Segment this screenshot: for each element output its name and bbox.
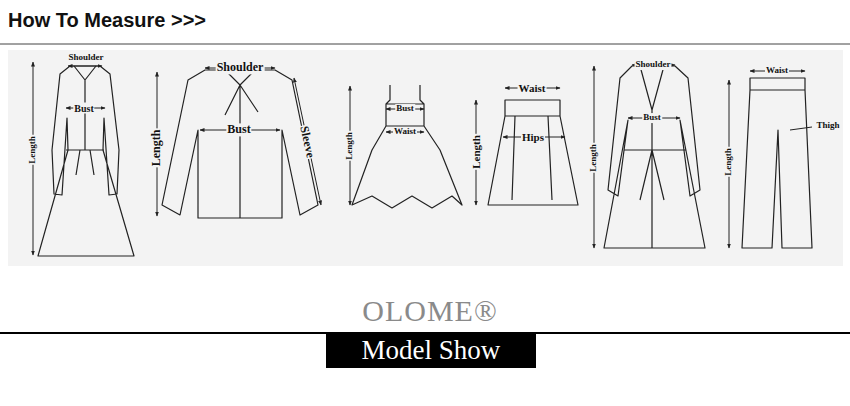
measure-label: Waist	[393, 127, 417, 137]
pants-outline	[742, 78, 812, 248]
skirt-outline	[488, 100, 578, 205]
measure-label: Thigh	[815, 121, 840, 131]
brand-name: OLOME®	[362, 294, 497, 328]
measure-label: Bust	[226, 123, 251, 136]
measure-label: Bust	[73, 103, 94, 114]
measure-label: Length	[345, 131, 355, 161]
measure-label: Length	[589, 143, 599, 173]
measure-label: Shoulder	[216, 61, 265, 74]
coat-outline	[604, 66, 705, 248]
measure-label: Length	[150, 129, 163, 168]
thigh-leader	[790, 127, 812, 130]
shirt-outline	[162, 70, 318, 218]
measure-label: Shoulder	[634, 60, 671, 70]
shoulder-arrow	[68, 66, 102, 67]
title-rule	[0, 44, 850, 45]
measure-label: Length	[470, 134, 482, 170]
measure-label: Hips	[521, 131, 545, 143]
cami-outline	[352, 85, 462, 208]
measure-label: Waist	[518, 82, 547, 94]
banner-text: Model Show	[362, 335, 501, 366]
shirt-bow	[225, 70, 258, 218]
dress-collar	[66, 66, 104, 175]
measure-label: Waist	[765, 66, 789, 76]
banner-box: Model Show	[326, 333, 536, 368]
panel	[8, 50, 843, 266]
measure-label: Bust	[642, 113, 662, 123]
coat-lapel	[624, 66, 686, 248]
dress-outline	[38, 66, 134, 256]
sleeve-arrow	[294, 78, 321, 205]
measure-label: Bust	[395, 104, 415, 114]
measure-label: Length	[724, 147, 734, 177]
measure-label: Length	[28, 135, 38, 165]
measure-label: Shoulder	[67, 53, 104, 63]
page-title: How To Measure >>>	[8, 9, 206, 32]
dimension-arrows	[33, 62, 805, 255]
